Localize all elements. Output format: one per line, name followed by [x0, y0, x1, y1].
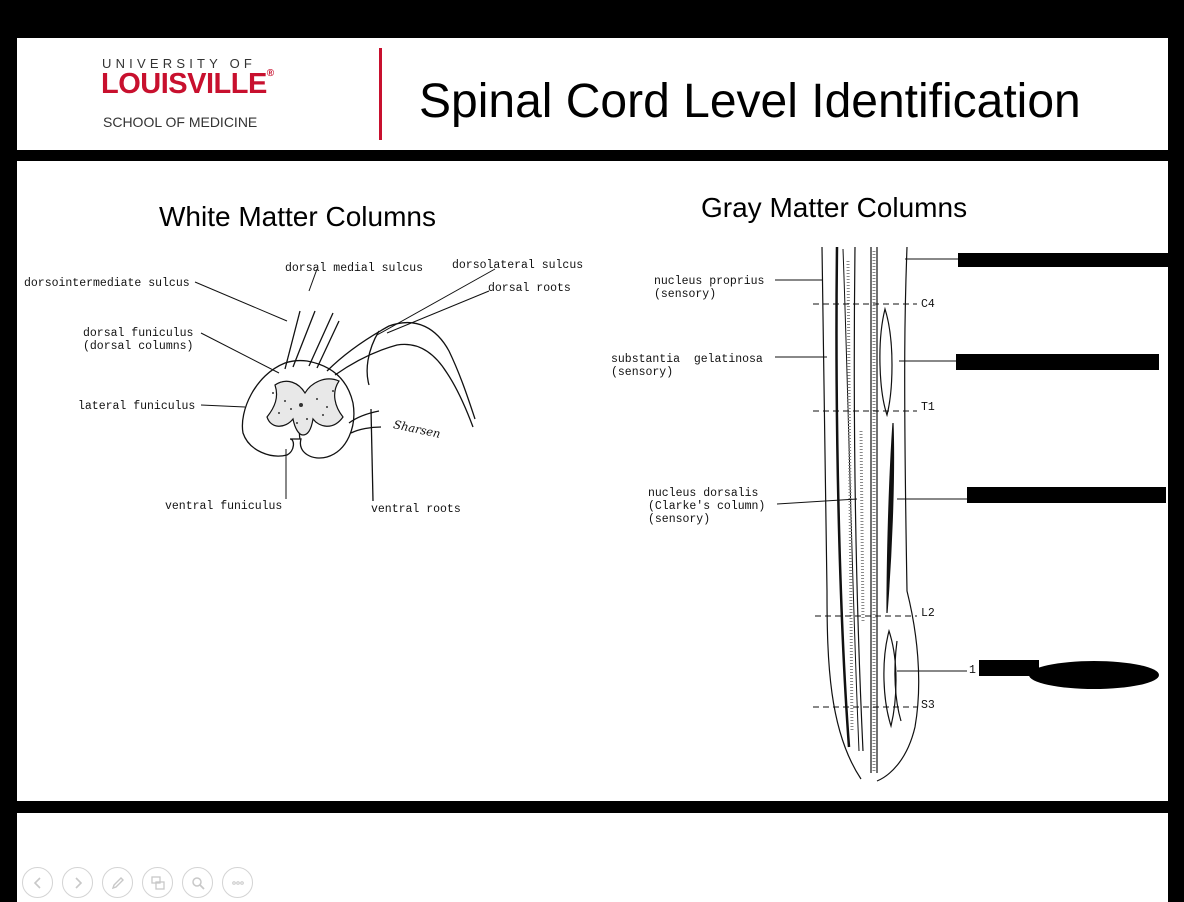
white-matter-diagram — [194, 268, 496, 502]
gray-matter-h — [266, 378, 344, 436]
zoom-icon — [191, 876, 205, 890]
slide-title: Spinal Cord Level Identification — [419, 75, 1081, 128]
pen-icon — [111, 876, 124, 889]
logo-wordmark: LOUISVILLE — [101, 68, 267, 100]
label-ventral-roots: ventral roots — [371, 503, 461, 516]
label-nucleus-proprius: nucleus proprius (sensory) — [654, 275, 765, 301]
label-dorsolateral-sulcus: dorsolateral sulcus — [452, 259, 584, 272]
next-icon — [74, 876, 82, 889]
level-label-s3: S3 — [921, 699, 935, 712]
more-icon — [231, 880, 244, 885]
gray-matter-diagram — [775, 246, 1168, 782]
label-dorsal-funiculus: dorsal funiculus (dorsal columns) — [83, 327, 194, 353]
label-ventral-funiculus: ventral funiculus — [165, 500, 283, 513]
label-nucleus-dorsalis: nucleus dorsalis (Clarke's column) (sens… — [648, 487, 766, 526]
level-label-c4: C4 — [921, 298, 935, 311]
slides-icon — [150, 875, 165, 890]
level-label-l2: L2 — [921, 607, 935, 620]
label-dorsointermediate-sulcus: dorsointermediate sulcus — [24, 277, 190, 290]
slide-header: UNIVERSITY OF LOUISVILLE® SCHOOL OF MEDI… — [17, 38, 1168, 150]
zoom-button[interactable] — [182, 867, 213, 898]
stippled-columns — [846, 251, 876, 773]
logo-main-text: LOUISVILLE® — [101, 68, 274, 101]
logo-registered-mark: ® — [266, 68, 274, 79]
more-options-button[interactable] — [222, 867, 253, 898]
header-divider — [379, 48, 382, 140]
label-lateral-funiculus: lateral funiculus — [78, 400, 196, 413]
level-label-partial: 1 — [969, 664, 976, 677]
gray-matter-title: Gray Matter Columns — [701, 192, 968, 223]
previous-slide-button[interactable] — [22, 867, 53, 898]
white-matter-title: White Matter Columns — [159, 201, 436, 232]
label-dorsal-roots: dorsal roots — [488, 282, 571, 295]
redaction-bars — [956, 253, 1168, 689]
label-substantia-gelatinosa: substantia gelatinosa (sensory) — [611, 353, 763, 379]
pen-tool-button[interactable] — [102, 867, 133, 898]
level-label-t1: T1 — [921, 401, 935, 414]
logo-subtitle: SCHOOL OF MEDICINE — [103, 114, 258, 130]
slideshow-controls — [22, 867, 253, 898]
slide-content: White Matter Columns — [17, 161, 1168, 801]
logo-top-text: UNIVERSITY OF — [102, 56, 257, 71]
label-dorsal-medial-sulcus: dorsal medial sulcus — [285, 262, 424, 275]
cord-outline — [241, 359, 355, 459]
next-slide-button[interactable] — [62, 867, 93, 898]
see-all-slides-button[interactable] — [142, 867, 173, 898]
presentation-footer — [17, 813, 1168, 902]
previous-icon — [33, 876, 41, 889]
